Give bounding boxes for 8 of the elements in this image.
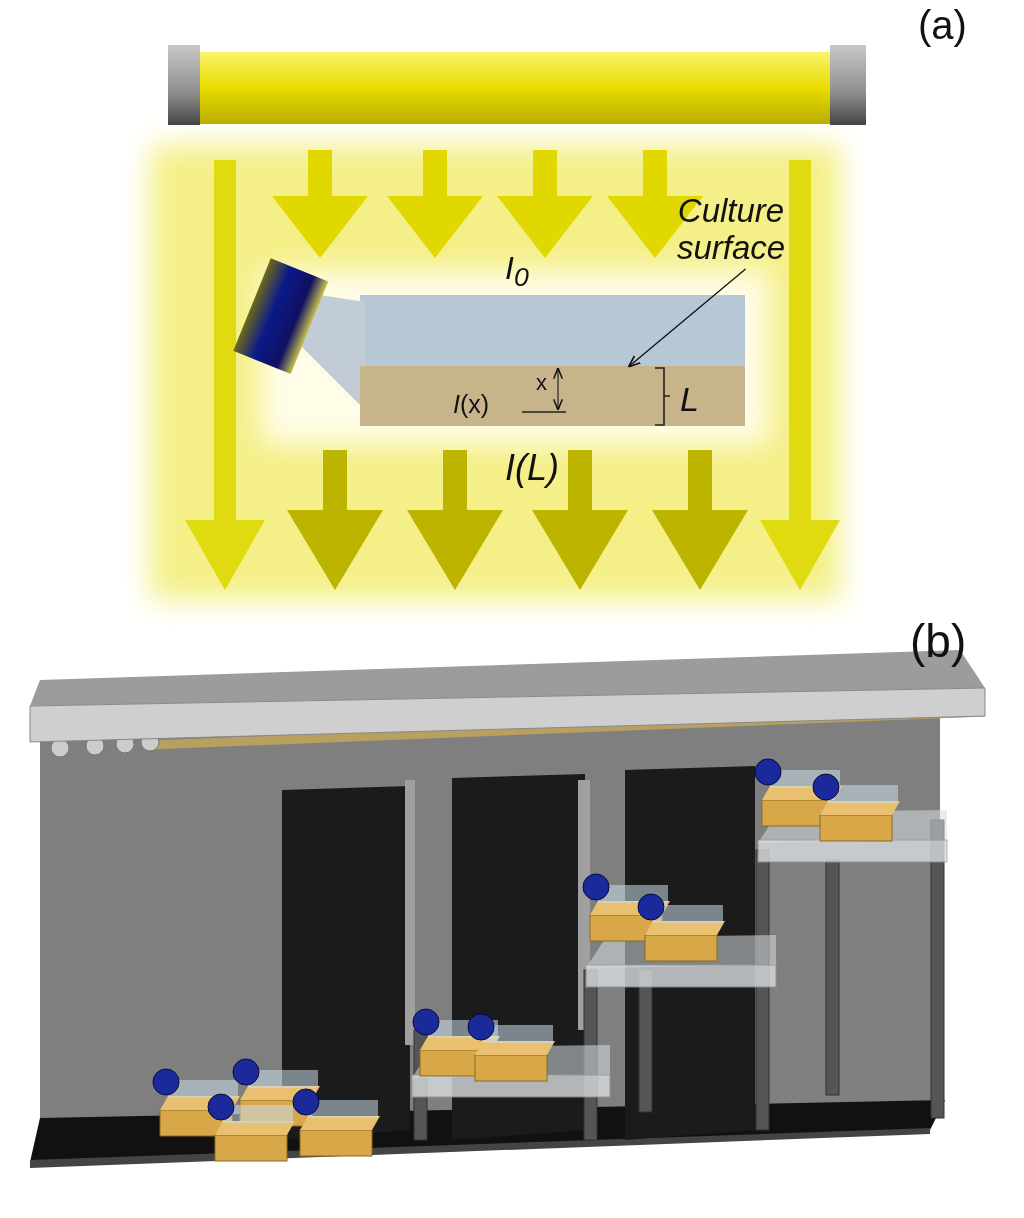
culture-medium-layer — [360, 366, 745, 426]
intensity-label: I$_{0}$ — [505, 252, 529, 292]
intensity-label: I(x) — [453, 392, 490, 417]
panel-label: (a) — [918, 5, 967, 45]
intensity-label: I(L) — [505, 450, 559, 486]
thickness-label: L — [680, 382, 699, 416]
depth-label: x — [536, 372, 547, 394]
leader-line — [627, 268, 747, 368]
